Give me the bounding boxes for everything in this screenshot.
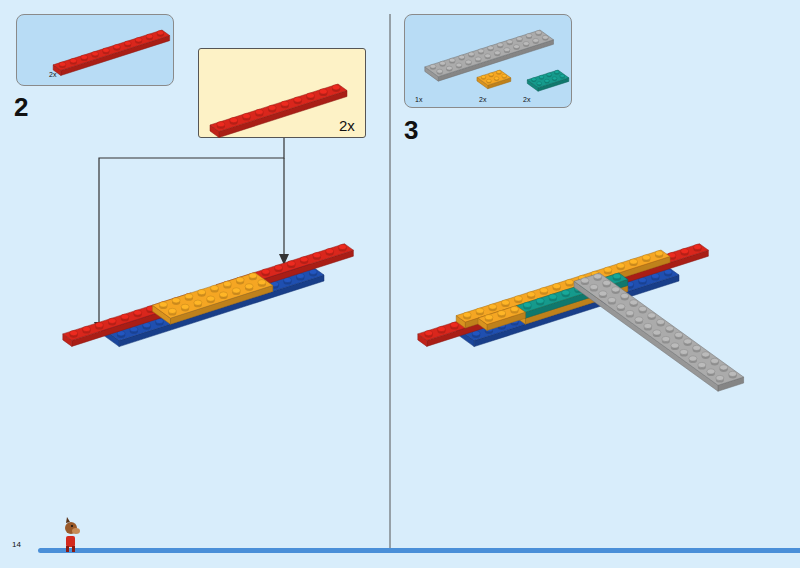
brick-plate	[152, 272, 272, 324]
brick-plate	[53, 30, 169, 75]
brick-plate	[527, 70, 569, 91]
page-number: 14	[12, 541, 21, 549]
placement-arrows	[99, 138, 284, 324]
brick-plate	[574, 273, 744, 391]
brick-plate	[477, 70, 511, 89]
brick-plate	[216, 244, 353, 298]
quantity-label: 2x	[479, 96, 486, 103]
quantity-label: 1x	[415, 96, 422, 103]
mascot-figure	[65, 517, 80, 552]
step-number: 2	[14, 94, 28, 120]
brick-plate	[478, 306, 525, 331]
part-picture	[405, 15, 573, 109]
progress-bar	[38, 548, 800, 553]
quantity-label: 2x	[49, 71, 56, 78]
parts-box: 1x 2x 2x	[404, 14, 572, 108]
brick-plate	[210, 84, 347, 138]
brick-plate	[425, 30, 554, 81]
step-divider	[390, 14, 391, 548]
parts-box: 2x	[16, 14, 174, 86]
step-number: 3	[404, 117, 418, 143]
quantity-label: 2x	[339, 118, 355, 133]
quantity-label: 2x	[523, 96, 530, 103]
brick-model	[63, 244, 744, 392]
callout-box: 2x	[198, 48, 366, 138]
part-picture	[17, 15, 175, 87]
